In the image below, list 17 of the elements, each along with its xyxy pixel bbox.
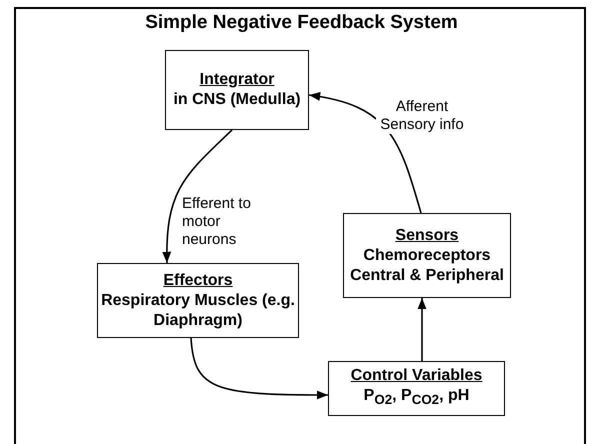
process-box <box>97 263 299 338</box>
arrow <box>308 92 422 214</box>
process-box <box>343 213 511 298</box>
arrow <box>162 129 233 263</box>
arrow <box>418 298 426 361</box>
box-heading: Sensors <box>395 226 459 246</box>
process-box <box>165 50 309 130</box>
box-heading: Control Variables <box>350 366 482 386</box>
box-heading: Effectors <box>163 270 233 290</box>
box-text: in CNS (Medulla) <box>173 90 301 110</box>
process-box <box>328 361 505 416</box>
box-text: Chemoreceptors Central & Peripheral <box>349 246 505 286</box>
box-text: Respiratory Muscles (e.g. Diaphragm) <box>100 290 296 330</box>
box-heading: Integrator <box>200 70 274 90</box>
diagram-title: Simple Negative Feedback System <box>144 12 459 34</box>
box-text: P$_{O2}$, P$_{CO2}$, pH <box>364 386 470 410</box>
arrow <box>190 338 328 400</box>
